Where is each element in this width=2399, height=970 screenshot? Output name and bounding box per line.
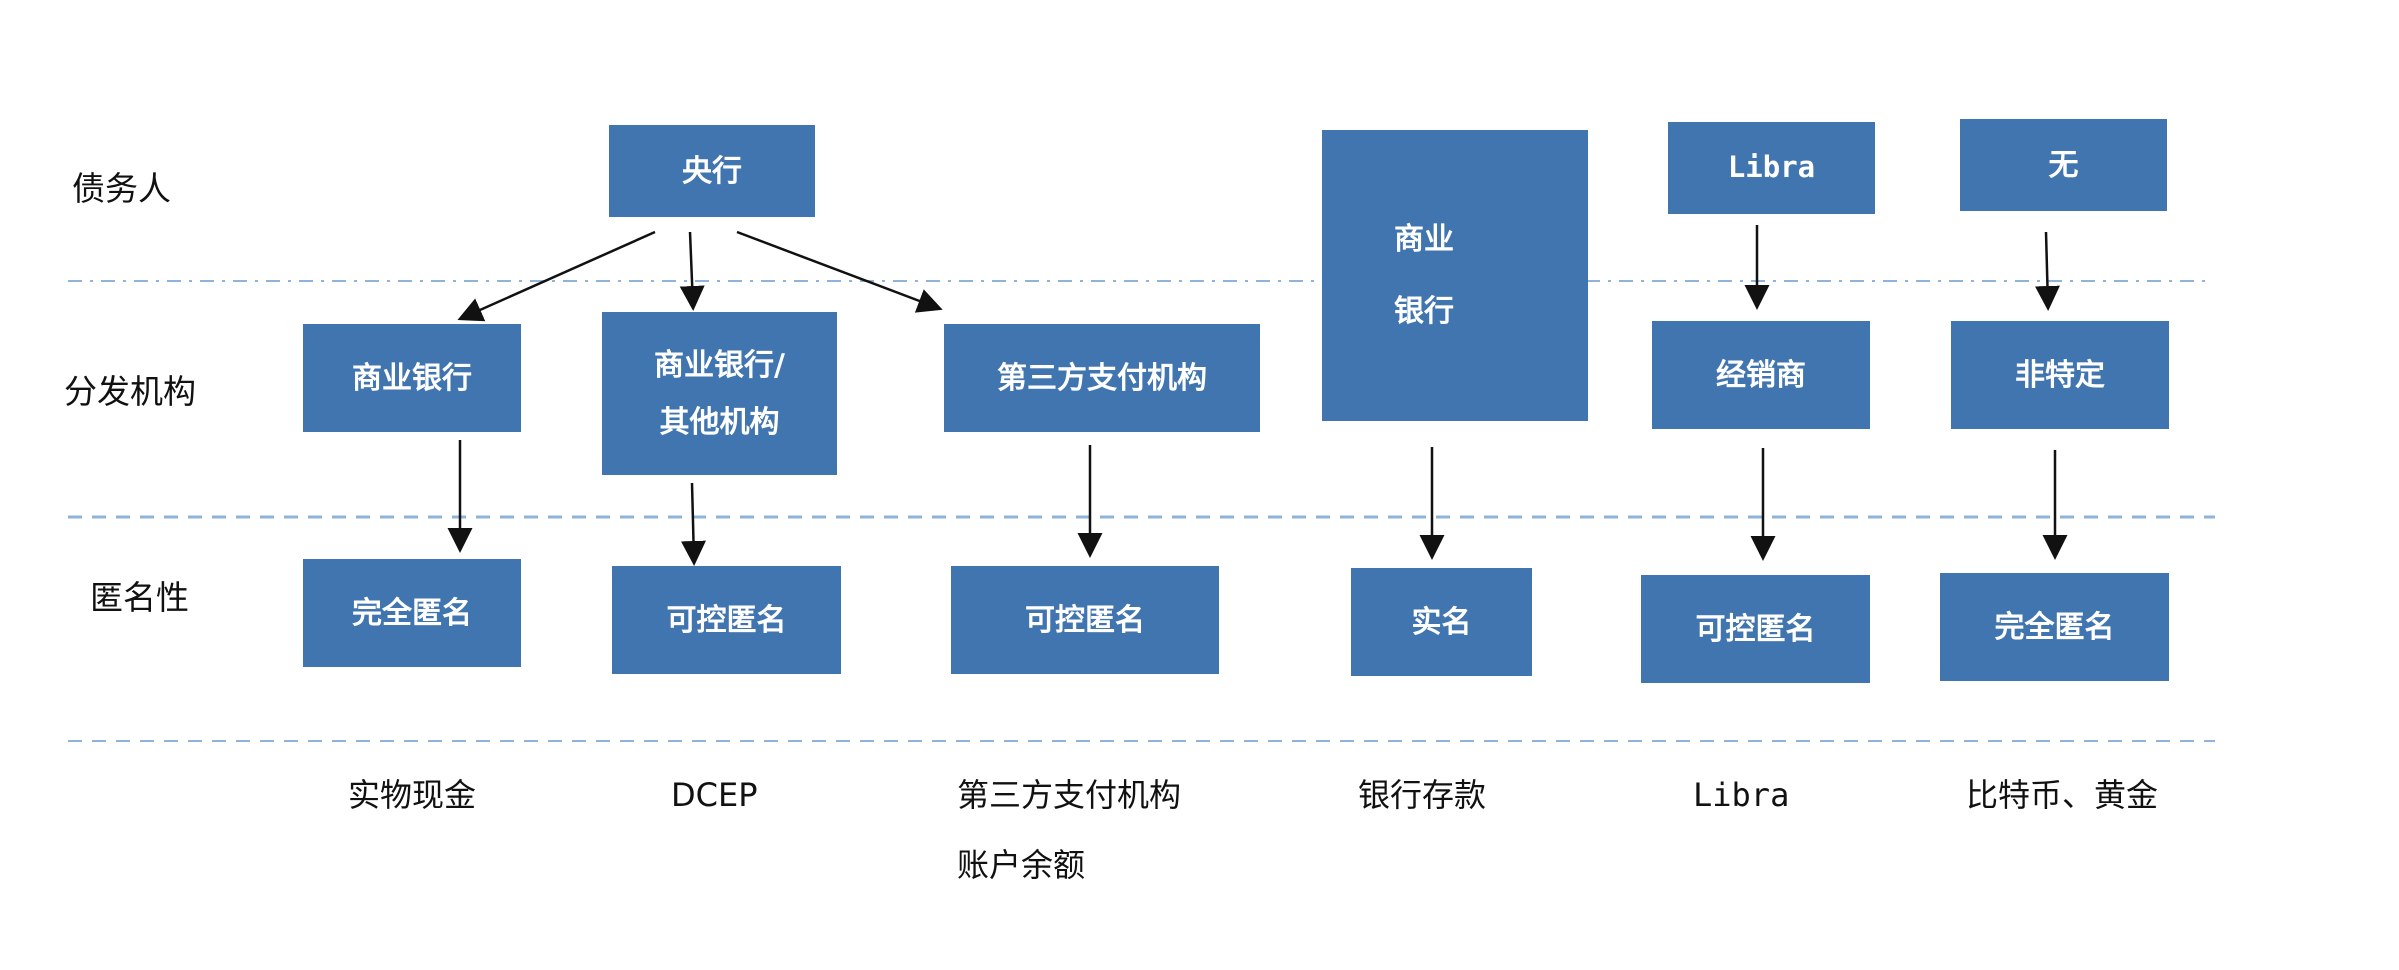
arrow-dcep-distributor-to-anon xyxy=(680,482,706,566)
node-anon-third-party: 可控匿名 xyxy=(951,566,1219,674)
column-label-bitcoin-gold: 比特币、黄金 xyxy=(1966,776,2159,814)
column-label-third-party-line1: 第三方支付机构 xyxy=(957,776,1182,814)
node-commercial-bank-deposit-line2: 银行 xyxy=(1394,293,1454,329)
arrow-none-to-non-specific xyxy=(2034,231,2060,311)
row-label-distributor: 分发机构 xyxy=(64,372,196,411)
node-anon-bitcoin: 完全匿名 xyxy=(1940,573,2169,681)
column-label-third-party-line2: 账户余额 xyxy=(957,846,1086,884)
node-non-specific: 非特定 xyxy=(1951,321,2169,429)
node-anon-libra: 可控匿名 xyxy=(1641,575,1870,683)
arrow-central-to-third-party xyxy=(736,230,943,313)
node-none-issuer: 无 xyxy=(1960,119,2167,211)
node-commercial-bank-cash: 商业银行 xyxy=(303,324,521,432)
row-label-anonymity: 匿名性 xyxy=(90,578,189,617)
arrow-central-to-dcep-distributor xyxy=(679,231,705,311)
node-libra-issuer: Libra xyxy=(1668,122,1875,214)
node-commercial-bank-dcep: 商业银行/ 其他机构 xyxy=(602,312,837,475)
row-label-debtor: 债务人 xyxy=(72,169,171,208)
node-libra-distributor: 经销商 xyxy=(1652,321,1870,429)
column-label-deposit: 银行存款 xyxy=(1358,776,1487,814)
node-central-bank: 央行 xyxy=(609,125,815,217)
arrow-central-to-commercial-bank xyxy=(457,230,656,322)
node-anon-dcep: 可控匿名 xyxy=(612,566,841,674)
column-label-dcep: DCEP xyxy=(671,776,758,814)
node-commercial-bank-dcep-line2: 其他机构 xyxy=(659,404,780,440)
node-commercial-bank-deposit-line1: 商业 xyxy=(1394,221,1454,257)
node-anon-cash: 完全匿名 xyxy=(303,559,521,667)
column-label-libra: Libra xyxy=(1693,776,1790,814)
node-commercial-bank-deposit: 商业 银行 xyxy=(1322,130,1588,421)
column-label-third-party: 第三方支付机构 账户余额 xyxy=(957,779,1181,881)
node-commercial-bank-dcep-line1: 商业银行/ xyxy=(654,347,785,383)
node-anon-deposit: 实名 xyxy=(1351,568,1532,676)
column-label-cash: 实物现金 xyxy=(348,776,477,814)
node-third-party: 第三方支付机构 xyxy=(944,324,1260,432)
